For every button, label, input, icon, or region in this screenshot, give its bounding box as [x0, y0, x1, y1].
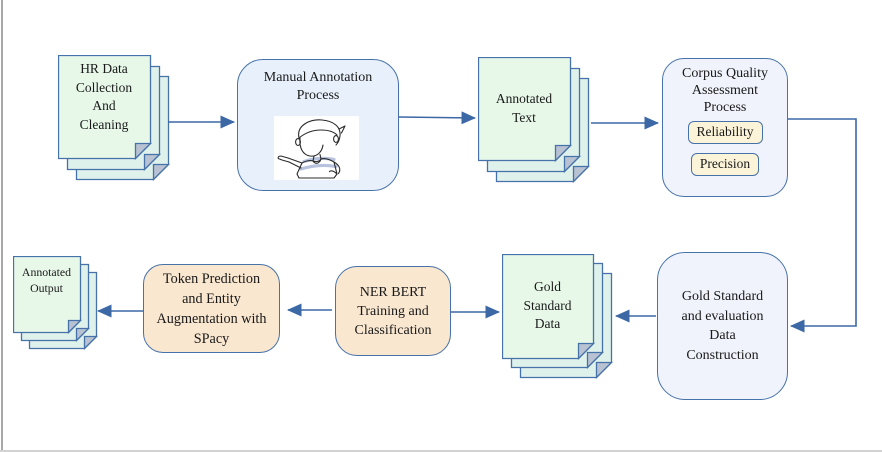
- node-token-prediction-spacy[interactable]: Token Prediction and Entity Augmentation…: [143, 264, 280, 353]
- node-label: Token Prediction and Entity Augmentation…: [156, 270, 267, 347]
- page-edge-bottom: [0, 450, 882, 452]
- person-sketch-icon: [274, 116, 359, 180]
- chip-reliability[interactable]: Reliability: [687, 121, 763, 144]
- node-manual-annotation-process[interactable]: Manual Annotation Process: [237, 59, 399, 191]
- node-corpus-quality-assessment[interactable]: Corpus Quality Assessment Process Reliab…: [662, 58, 788, 197]
- node-label: Corpus Quality Assessment Process: [682, 66, 768, 115]
- page-edge-left: [1, 0, 3, 451]
- connector-manual-to-annotated-text[interactable]: [398, 111, 476, 125]
- metric-chips: Reliability Precision: [687, 121, 763, 176]
- node-label: NER BERT Training and Classification: [354, 284, 432, 338]
- connector-corpus-to-construction[interactable]: [788, 118, 857, 333]
- node-gold-standard-construction[interactable]: Gold Standard and evaluation Data Constr…: [657, 252, 788, 400]
- node-label: Manual Annotation Process: [263, 70, 373, 103]
- node-label: Gold Standard Data: [523, 279, 572, 332]
- document-stack-icon: [502, 254, 613, 380]
- document-stack-icon: [478, 57, 590, 184]
- node-ner-bert-training[interactable]: NER BERT Training and Classification: [335, 266, 451, 356]
- node-label: Annotated Output: [21, 265, 72, 295]
- node-gold-standard-data-docs[interactable]: Gold Standard Data: [502, 254, 613, 380]
- node-label: Annotated Text: [495, 91, 553, 125]
- document-stack-icon: [58, 55, 170, 182]
- node-annotated-output-docs[interactable]: Annotated Output: [13, 256, 99, 351]
- node-hr-data-docs[interactable]: HR Data Collection And Cleaning: [58, 55, 170, 183]
- node-label: HR Data Collection And Cleaning: [75, 61, 133, 132]
- document-stack-icon: [13, 256, 99, 351]
- node-label: Gold Standard and evaluation Data Constr…: [681, 289, 764, 363]
- node-annotated-text-docs[interactable]: Annotated Text: [478, 57, 590, 185]
- chip-precision[interactable]: Precision: [690, 153, 760, 176]
